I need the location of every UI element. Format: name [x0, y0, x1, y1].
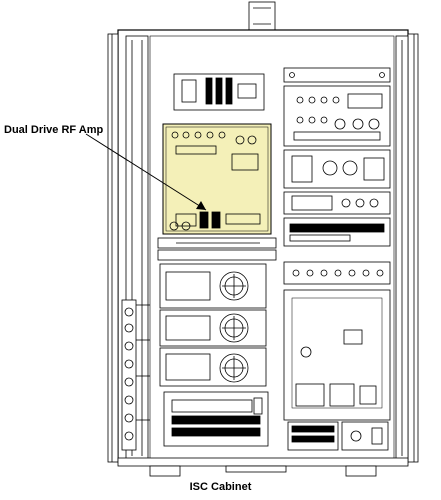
right-module-stack — [283, 67, 391, 285]
rf-amp-chassis-rails — [157, 237, 277, 261]
top-module — [173, 73, 265, 111]
power-supply-stack — [159, 263, 267, 387]
top-vent-box — [248, 1, 276, 31]
dual-drive-rf-amp — [162, 123, 272, 235]
io-module — [163, 391, 269, 447]
cabinet-base — [117, 457, 409, 477]
left-cable-harness — [121, 299, 150, 451]
right-lower-panel — [283, 289, 391, 421]
terminal-blocks — [287, 421, 389, 451]
callout-arrow — [85, 133, 207, 211]
figure-caption: ISC Cabinet — [189, 481, 252, 493]
callout-label: Dual Drive RF Amp — [4, 124, 104, 136]
